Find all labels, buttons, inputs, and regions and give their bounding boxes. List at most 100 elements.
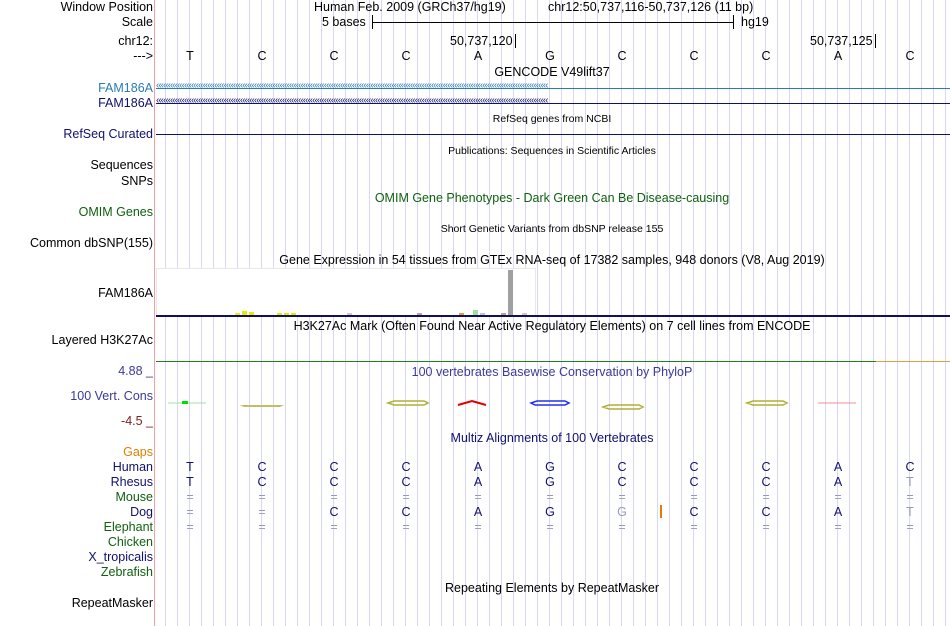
tissue-bar[interactable] bbox=[242, 311, 247, 316]
gene-track[interactable]: ‹‹‹‹‹‹‹‹‹‹‹‹‹‹‹‹‹‹‹‹‹‹‹‹‹‹‹‹‹‹‹‹‹‹‹‹‹‹‹‹… bbox=[156, 95, 548, 106]
tissue-bar[interactable] bbox=[522, 313, 527, 316]
species-label[interactable]: X_tropicalis bbox=[88, 550, 153, 564]
aligned-base: = bbox=[618, 520, 626, 534]
cons-glyph bbox=[385, 400, 430, 406]
gene-track[interactable]: ‹‹‹‹‹‹‹‹‹‹‹‹‹‹‹‹‹‹‹‹‹‹‹‹‹‹‹‹‹‹‹‹‹‹‹‹‹‹‹‹… bbox=[156, 80, 548, 91]
dbsnp-label[interactable]: Common dbSNP(155) bbox=[30, 236, 153, 250]
cons-glyph bbox=[182, 401, 188, 404]
base-letter: C bbox=[617, 49, 627, 63]
aligned-base: = bbox=[402, 520, 410, 534]
species-label[interactable]: Chicken bbox=[107, 535, 153, 549]
base-letter: A bbox=[833, 49, 843, 63]
aligned-base: C bbox=[257, 460, 267, 474]
tissue-bar[interactable] bbox=[249, 312, 254, 316]
aligned-base: G bbox=[545, 475, 555, 489]
tissue-bar[interactable] bbox=[291, 313, 296, 316]
aligned-base: = bbox=[402, 490, 410, 504]
label-divider bbox=[154, 0, 155, 626]
omim-label[interactable]: OMIM Genes bbox=[78, 205, 153, 219]
species-label[interactable]: Elephant bbox=[103, 520, 153, 534]
aligned-base: = bbox=[906, 490, 914, 504]
aligned-base: C bbox=[257, 475, 267, 489]
rmsk-title: Repeating Elements by RepeatMasker bbox=[444, 581, 660, 595]
window-position-label: Window Position bbox=[60, 0, 153, 14]
species-label[interactable]: Mouse bbox=[115, 490, 153, 504]
tissue-bar[interactable] bbox=[235, 313, 240, 316]
rmsk-label[interactable]: RepeatMasker bbox=[71, 596, 153, 610]
aligned-base: C bbox=[761, 505, 771, 519]
cons-glyph bbox=[529, 400, 571, 406]
refseq-label[interactable]: RefSeq Curated bbox=[63, 127, 153, 141]
ruler-tick: 50,737,125 bbox=[810, 34, 876, 48]
base-letter: C bbox=[761, 49, 771, 63]
tissue-bar[interactable] bbox=[277, 313, 282, 316]
aligned-base: A bbox=[473, 475, 483, 489]
phylop-glyphs[interactable] bbox=[156, 395, 950, 415]
aligned-base: A bbox=[833, 460, 843, 474]
insertion-marker[interactable] bbox=[660, 505, 662, 518]
tissue-bar[interactable] bbox=[501, 313, 506, 316]
aligned-base: C bbox=[689, 505, 699, 519]
position-text[interactable]: chr12:50,737,116-50,737,126 (11 bp) bbox=[548, 0, 754, 14]
snps-label[interactable]: SNPs bbox=[121, 174, 153, 188]
gtex-chart[interactable] bbox=[156, 268, 536, 316]
sequences-label[interactable]: Sequences bbox=[90, 158, 153, 172]
assembly-text: Human Feb. 2009 (GRCh37/hg19) bbox=[314, 0, 506, 14]
species-label[interactable]: Dog bbox=[130, 505, 153, 519]
refseq-gene-line[interactable] bbox=[156, 134, 950, 135]
aligned-base: C bbox=[905, 460, 915, 474]
base-letter: G bbox=[545, 49, 555, 63]
gtex-baseline bbox=[156, 315, 950, 317]
scale-db: hg19 bbox=[741, 15, 769, 29]
tissue-bar[interactable] bbox=[508, 270, 513, 316]
aligned-base: C bbox=[329, 460, 339, 474]
species-label[interactable]: Rhesus bbox=[110, 475, 153, 489]
tissue-bar[interactable] bbox=[417, 313, 422, 316]
aligned-base: = bbox=[834, 490, 842, 504]
aligned-base: = bbox=[258, 520, 266, 534]
aligned-base: A bbox=[833, 505, 843, 519]
aligned-base: C bbox=[617, 475, 627, 489]
tissue-bar[interactable] bbox=[473, 310, 478, 316]
aligned-base: = bbox=[186, 505, 194, 519]
species-label[interactable]: Human bbox=[112, 460, 153, 474]
aligned-base: = bbox=[330, 490, 338, 504]
tissue-bar[interactable] bbox=[480, 313, 485, 316]
aligned-base: = bbox=[690, 520, 698, 534]
aligned-base: = bbox=[474, 520, 482, 534]
multiz-title: Multiz Alignments of 100 Vertebrates bbox=[450, 431, 654, 445]
aligned-base: C bbox=[617, 460, 627, 474]
species-label[interactable]: Zebrafish bbox=[100, 565, 153, 579]
chrom-label: chr12: bbox=[118, 34, 153, 48]
gene-label[interactable]: FAM186A bbox=[98, 81, 153, 95]
pubs-title: Publications: Sequences in Scientific Ar… bbox=[448, 145, 656, 157]
aligned-base: C bbox=[761, 475, 771, 489]
aligned-base: = bbox=[546, 490, 554, 504]
gaps-label[interactable]: Gaps bbox=[123, 445, 153, 459]
base-letter: C bbox=[257, 49, 267, 63]
h3k27ac-signal bbox=[876, 361, 950, 362]
aligned-base: A bbox=[473, 505, 483, 519]
gtex-title: Gene Expression in 54 tissues from GTEx … bbox=[279, 253, 825, 267]
h3k27ac-label[interactable]: Layered H3K27Ac bbox=[51, 333, 153, 347]
aligned-base: = bbox=[330, 520, 338, 534]
tissue-bar[interactable] bbox=[347, 313, 352, 316]
aligned-base: A bbox=[833, 475, 843, 489]
scale-tick bbox=[372, 15, 373, 29]
base-letter: C bbox=[329, 49, 339, 63]
tissue-bar[interactable] bbox=[459, 313, 464, 316]
aligned-base: = bbox=[618, 490, 626, 504]
aligned-base: G bbox=[545, 460, 555, 474]
phylop-label[interactable]: 100 Vert. Cons bbox=[70, 389, 153, 403]
aligned-base: C bbox=[401, 505, 411, 519]
gene-label[interactable]: FAM186A bbox=[98, 96, 153, 110]
gencode-title: GENCODE V49lift37 bbox=[494, 65, 610, 79]
aligned-base: C bbox=[401, 460, 411, 474]
gtex-label[interactable]: FAM186A bbox=[98, 286, 153, 300]
aligned-base: C bbox=[689, 475, 699, 489]
aligned-base: C bbox=[329, 475, 339, 489]
base-letter: T bbox=[186, 49, 194, 63]
tissue-bar[interactable] bbox=[284, 313, 289, 316]
aligned-base: T bbox=[906, 505, 914, 519]
h3k27ac-title: H3K27Ac Mark (Often Found Near Active Re… bbox=[293, 319, 811, 333]
